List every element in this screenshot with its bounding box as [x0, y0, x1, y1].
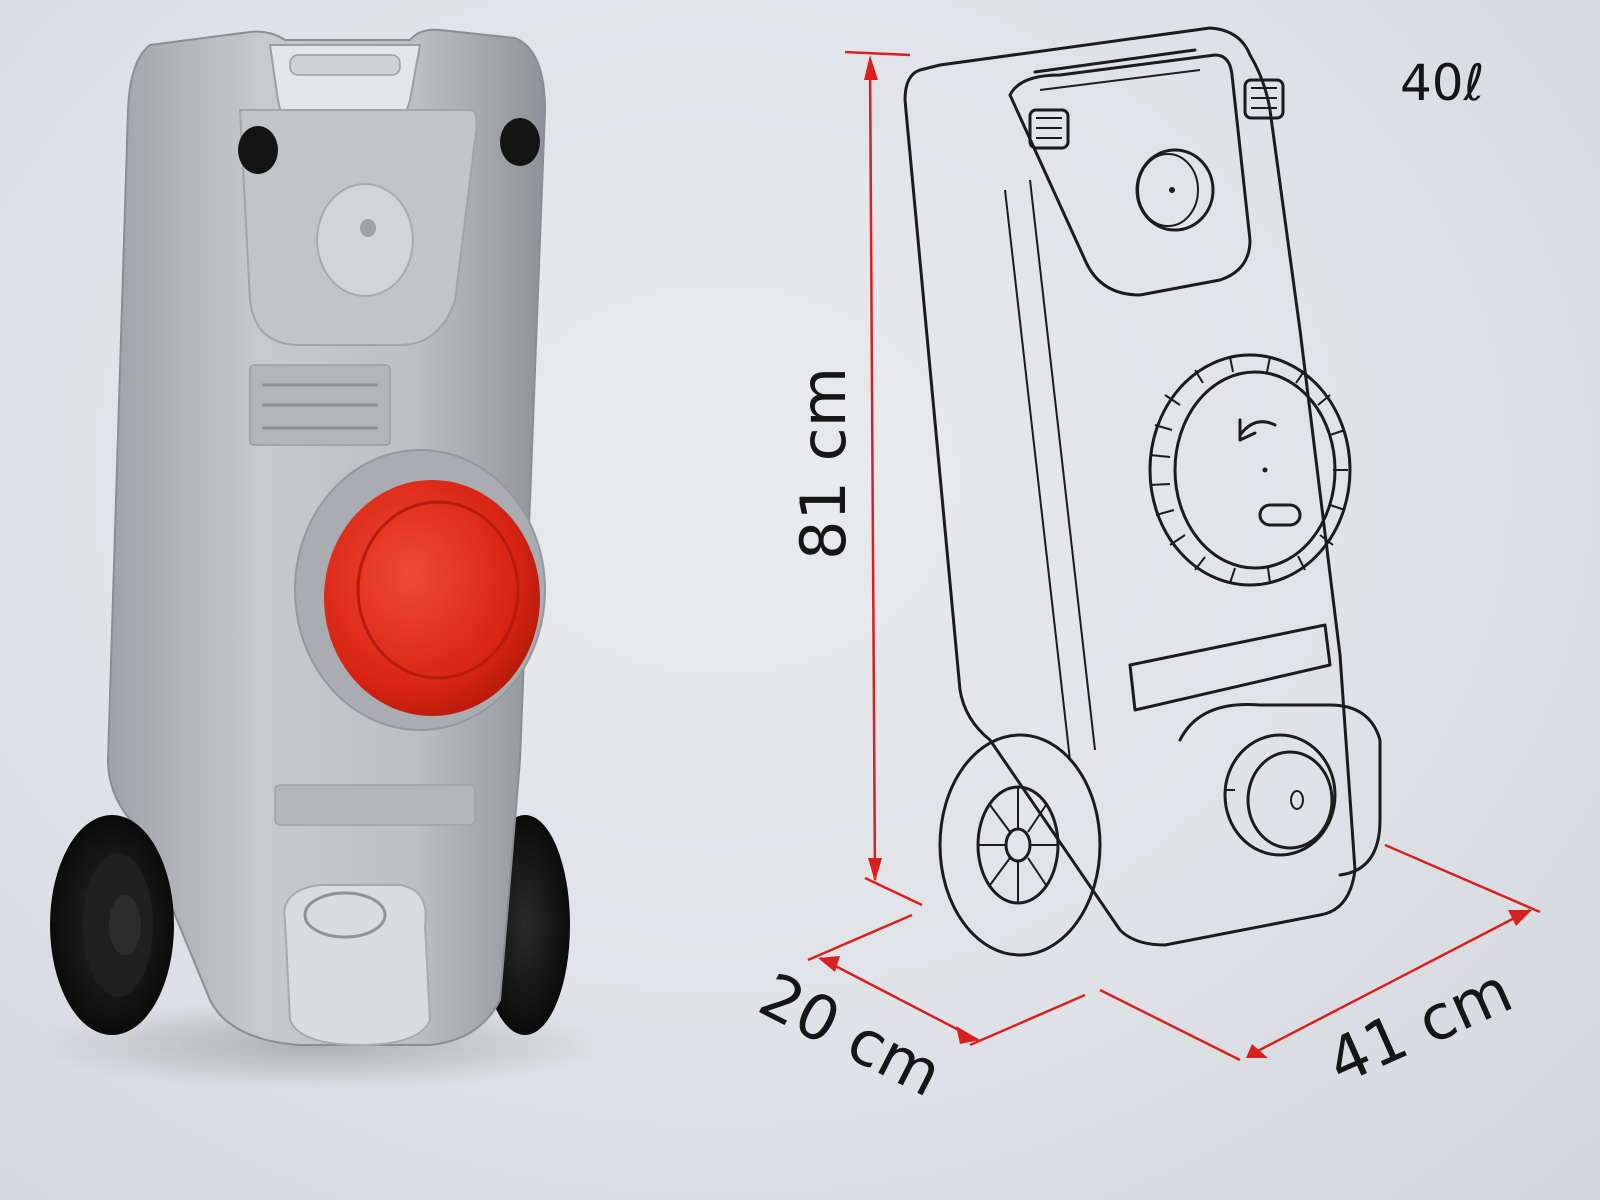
- dimension-lines: [807, 50, 1541, 1062]
- drawing-wheel: [938, 733, 1102, 957]
- tank-photo-left-knob: [238, 126, 278, 174]
- drawing-large-cap: [1148, 353, 1352, 587]
- drawing-left-knob: [1028, 108, 1070, 150]
- width-dimension: [1099, 843, 1541, 1062]
- drawing-outline: [903, 26, 1357, 947]
- drawing-top-panel: [1008, 53, 1252, 297]
- drawing-label-plate: [1128, 623, 1332, 712]
- width-label: 41 cm: [1316, 953, 1522, 1098]
- tank-line-drawing: [903, 26, 1382, 957]
- volume-label: 40ℓ: [1400, 54, 1484, 112]
- drawing-outlet: [1223, 733, 1337, 857]
- tank-photo-red-cap: [324, 480, 540, 716]
- depth-label: 20 cm: [748, 958, 953, 1111]
- tank-photo-outlet: [283, 884, 432, 1047]
- tank-photo-top-cap: [316, 183, 414, 297]
- depth-dimension: [807, 913, 1086, 1047]
- height-label: 81 cm: [787, 367, 860, 560]
- drawing-right-knob: [1243, 78, 1285, 120]
- tank-photo: [30, 28, 610, 1090]
- height-dimension: [844, 50, 923, 907]
- tank-photo-lower-emboss: [274, 784, 476, 826]
- tank-photo-right-knob: [500, 118, 540, 166]
